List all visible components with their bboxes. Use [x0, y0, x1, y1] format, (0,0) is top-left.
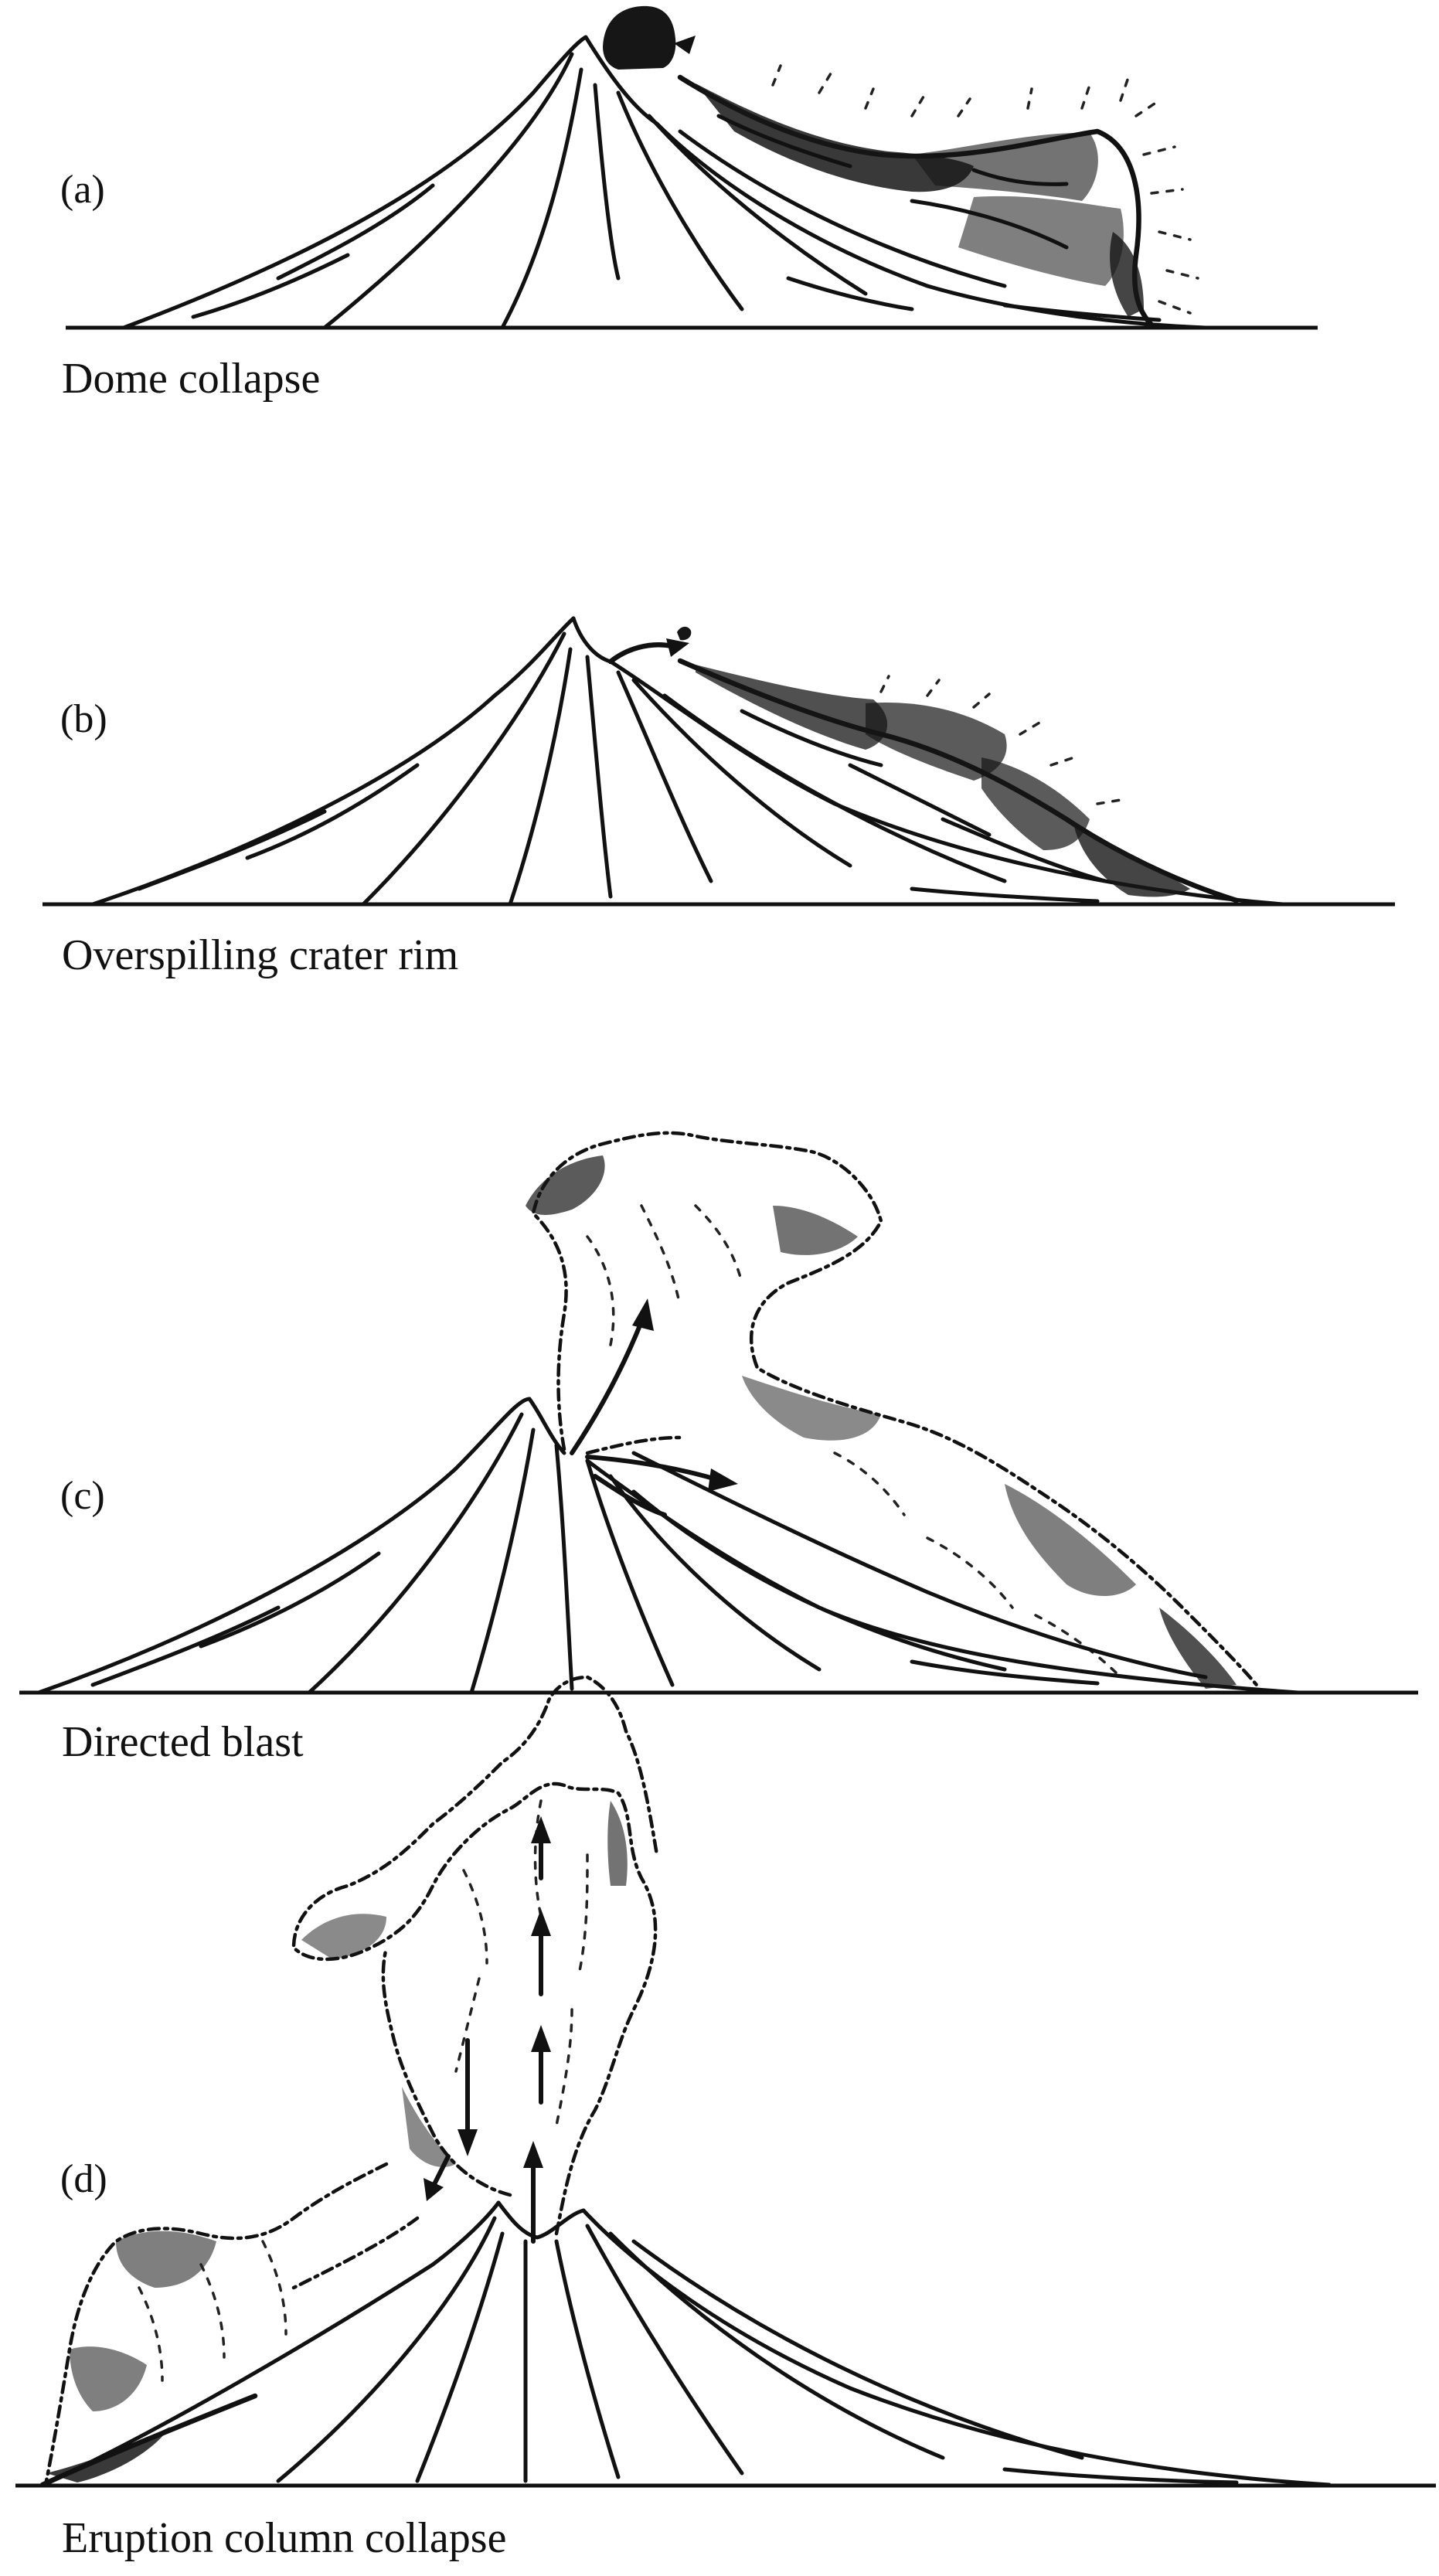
panel-b-tag: (b)	[60, 697, 107, 741]
panel-c: (c)	[19, 1133, 1418, 1766]
blast-arrows	[572, 1298, 738, 1515]
eruption-column	[294, 1677, 657, 2234]
panel-b-caption: Overspilling crater rim	[62, 931, 458, 979]
lava-dome	[603, 6, 696, 70]
upward-blast-arrow	[572, 1322, 641, 1453]
panel-d-volcano	[43, 2203, 1329, 2485]
panel-c-tag: (c)	[60, 1474, 105, 1518]
panel-c-caption: Directed blast	[62, 1718, 304, 1766]
panel-d: (d)	[15, 1677, 1436, 2562]
collapse-flow	[43, 2164, 417, 2485]
panel-d-tag: (d)	[60, 2157, 107, 2201]
crater-overspill	[611, 627, 691, 662]
panel-d-caption: Eruption column collapse	[62, 2514, 506, 2562]
panel-b: (b)	[43, 618, 1395, 979]
panel-a-caption: Dome collapse	[62, 355, 320, 403]
column-arrows	[424, 1816, 551, 2241]
dome-collapse-flow	[680, 66, 1198, 325]
panel-c-volcano	[39, 1399, 1298, 1693]
blast-cloud	[526, 1133, 1260, 1689]
panel-a-tag: (a)	[60, 168, 105, 212]
panel-a: (a)	[60, 6, 1318, 403]
